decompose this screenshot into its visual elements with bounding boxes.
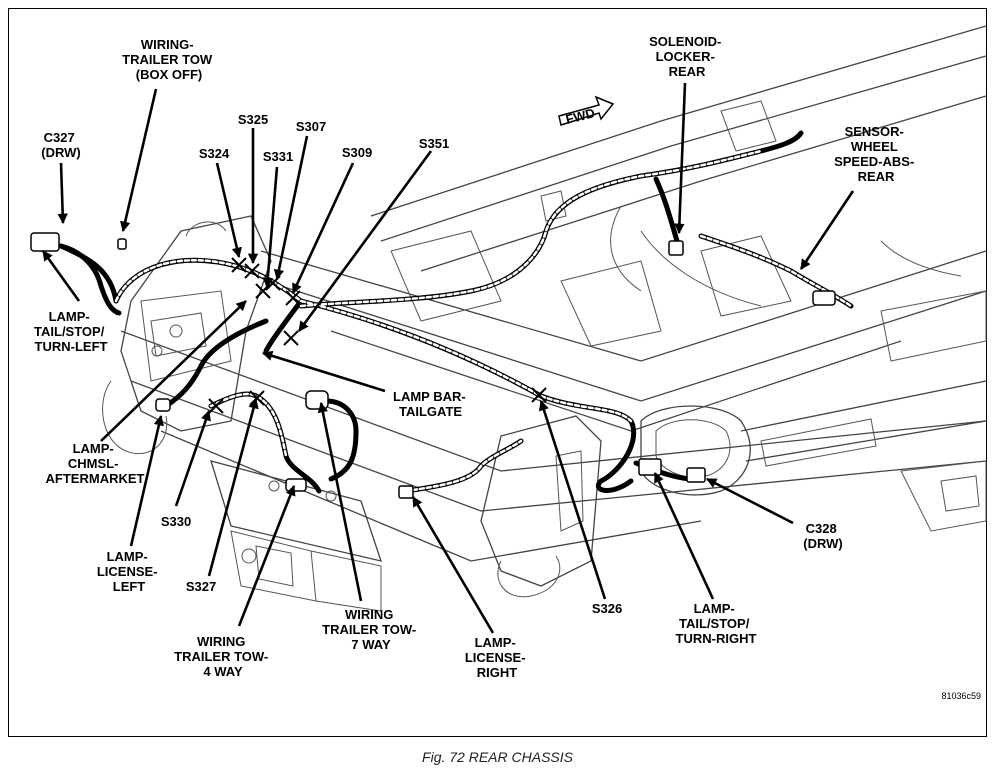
label-s325: S325 xyxy=(238,112,268,127)
diagram-frame: FWD WIRING- TRAILER TOW xyxy=(8,8,987,737)
label-s351: S351 xyxy=(419,136,449,151)
leader-lines xyxy=(41,82,855,634)
label-wiring-7way: WIRING TRAILER TOW- 7 WAY xyxy=(322,607,420,652)
connector-wiring-box-off xyxy=(117,238,127,250)
label-s324: S324 xyxy=(199,146,230,161)
connector-4way xyxy=(285,478,307,492)
connector-sensor xyxy=(812,290,836,306)
connector-solenoid xyxy=(668,240,684,256)
connector-lamp-tail-right xyxy=(638,458,662,476)
connector-7way xyxy=(305,390,329,410)
label-lamp-tail-right: LAMP- TAIL/STOP/ TURN-RIGHT xyxy=(676,601,757,646)
label-wiring-trailer-tow-box-off: WIRING- TRAILER TOW (BOX OFF) xyxy=(122,37,216,82)
label-c328: C328 (DRW) xyxy=(803,521,842,551)
label-solenoid-locker-rear: SOLENOID- LOCKER- REAR xyxy=(649,34,725,79)
connector-c328 xyxy=(686,467,706,483)
label-s327: S327 xyxy=(186,579,216,594)
figure-caption: Fig. 72 REAR CHASSIS xyxy=(422,749,573,765)
rear-chassis-diagram: FWD WIRING- TRAILER TOW xyxy=(30,25,987,701)
label-lamp-tail-left: LAMP- TAIL/STOP/ TURN-LEFT xyxy=(34,309,108,354)
label-lamp-chmsl: LAMP- CHMSL- AFTERMARKET xyxy=(46,441,145,486)
label-wiring-4way: WIRING TRAILER TOW- 4 WAY xyxy=(174,634,272,679)
chassis-frame-drawing xyxy=(102,25,987,612)
label-sensor-wheel-speed: SENSOR- WHEEL SPEED-ABS- REAR xyxy=(834,124,918,184)
connector-c327 xyxy=(30,232,60,252)
label-c327: C327 (DRW) xyxy=(41,130,80,160)
connector-lamp-license-right xyxy=(398,485,414,499)
label-lamp-license-right: LAMP- LICENSE- RIGHT xyxy=(465,635,529,680)
label-s307: S307 xyxy=(296,119,326,134)
label-s331: S331 xyxy=(263,149,293,164)
label-lamp-license-left: LAMP- LICENSE- LEFT xyxy=(97,549,161,594)
fwd-label: FWD xyxy=(564,105,596,127)
figure-code: 81036c59 xyxy=(941,691,981,701)
label-s326: S326 xyxy=(592,601,622,616)
forward-arrow-icon: FWD xyxy=(558,95,615,127)
callout-labels: WIRING- TRAILER TOW (BOX OFF) C327 (DRW)… xyxy=(34,34,981,701)
label-lamp-bar-tailgate: LAMP BAR- TAILGATE xyxy=(393,389,469,419)
label-s330: S330 xyxy=(161,514,191,529)
label-s309: S309 xyxy=(342,145,372,160)
connector-lamp-chmsl xyxy=(155,398,171,412)
